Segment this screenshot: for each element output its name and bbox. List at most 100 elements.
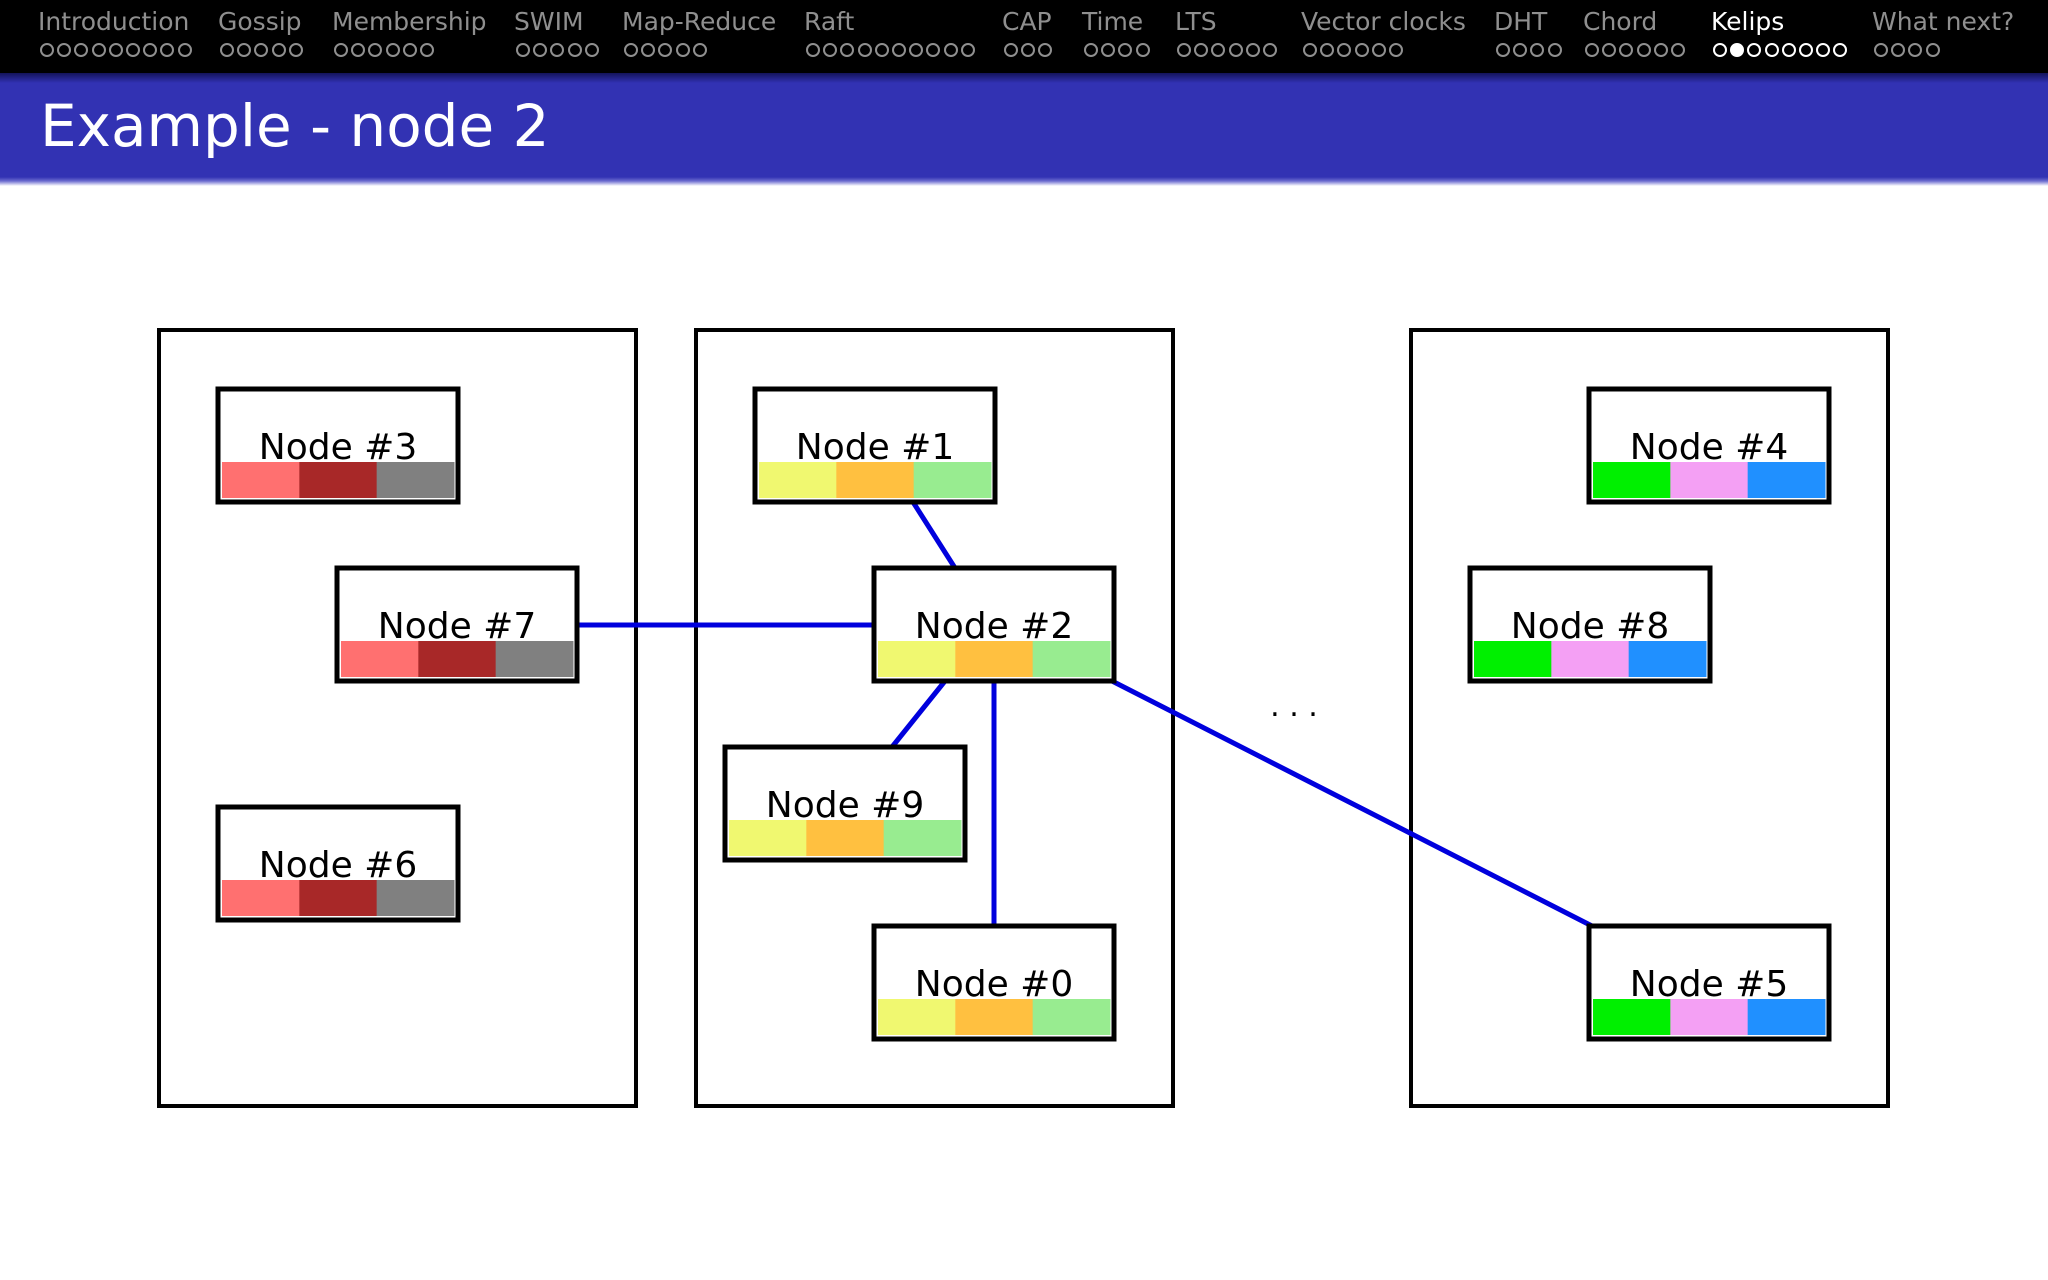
nav-dot[interactable] <box>220 43 234 57</box>
node-label: Node #5 <box>1630 964 1788 1005</box>
nav-dot[interactable] <box>1891 43 1906 57</box>
nav-dot[interactable] <box>368 43 383 57</box>
nav-dot[interactable] <box>550 43 565 57</box>
nav-dot[interactable] <box>1670 43 1685 57</box>
nav-dot-current[interactable] <box>1730 43 1745 57</box>
nav-section-label[interactable]: CAP <box>1002 7 1052 36</box>
nav-dot[interactable] <box>1303 43 1317 57</box>
nav-section-label[interactable]: Introduction <box>38 7 190 36</box>
nav-section-label[interactable]: Gossip <box>218 7 302 36</box>
nav-dot[interactable] <box>1530 43 1545 57</box>
nav-section-label[interactable]: DHT <box>1494 7 1548 36</box>
nav-dot[interactable] <box>641 43 656 57</box>
nav-dot[interactable] <box>1194 43 1209 57</box>
nav-dot[interactable] <box>658 43 673 57</box>
nav-dot[interactable] <box>926 43 941 57</box>
nav-dot[interactable] <box>1547 43 1562 57</box>
nav-section-label[interactable]: Vector clocks <box>1301 7 1466 36</box>
nav-dot[interactable] <box>1636 43 1651 57</box>
nav-dot[interactable] <box>402 43 417 57</box>
nav-dot[interactable] <box>1781 43 1796 57</box>
nav-dot[interactable] <box>108 43 123 57</box>
nav-dot[interactable] <box>1337 43 1352 57</box>
nav-dot[interactable] <box>1585 43 1599 57</box>
nav-section-label[interactable]: Chord <box>1583 7 1658 36</box>
nav-dot[interactable] <box>1228 43 1243 57</box>
nav-dot[interactable] <box>1211 43 1226 57</box>
nav-dot[interactable] <box>1496 43 1510 57</box>
nav-dot[interactable] <box>1021 43 1036 57</box>
nav-dot[interactable] <box>1713 43 1727 57</box>
nav-dot[interactable] <box>692 43 707 57</box>
nav-section-label[interactable]: What next? <box>1872 7 2015 36</box>
node-color-segment <box>1474 641 1552 677</box>
nav-dot[interactable] <box>288 43 303 57</box>
nav-dot[interactable] <box>419 43 434 57</box>
nav-dot[interactable] <box>1798 43 1813 57</box>
nav-dot[interactable] <box>1245 43 1260 57</box>
nav-dot[interactable] <box>1118 43 1133 57</box>
nav-dot[interactable] <box>1602 43 1617 57</box>
nav-dot[interactable] <box>1653 43 1668 57</box>
nav-dot[interactable] <box>40 43 54 57</box>
nav-dot[interactable] <box>567 43 582 57</box>
nav-dot[interactable] <box>1101 43 1116 57</box>
nav-dot[interactable] <box>1764 43 1779 57</box>
nav-dot[interactable] <box>806 43 820 57</box>
nav-dot[interactable] <box>1038 43 1053 57</box>
nav-dot[interactable] <box>1833 43 1848 57</box>
nav-dot[interactable] <box>840 43 855 57</box>
nav-dot[interactable] <box>909 43 924 57</box>
nav-section-label[interactable]: Time <box>1082 7 1144 36</box>
node-color-segment <box>341 641 419 677</box>
nav-dot[interactable] <box>160 43 175 57</box>
nav-dot[interactable] <box>1320 43 1335 57</box>
nav-dot[interactable] <box>1371 43 1386 57</box>
nav-dot[interactable] <box>675 43 690 57</box>
nav-dot[interactable] <box>1388 43 1403 57</box>
nav-section-label[interactable]: LTS <box>1175 7 1217 36</box>
nav-dot[interactable] <box>385 43 400 57</box>
nav-dot[interactable] <box>943 43 958 57</box>
nav-dot[interactable] <box>1262 43 1277 57</box>
nav-dot[interactable] <box>1177 43 1191 57</box>
nav-dot[interactable] <box>1619 43 1634 57</box>
nav-dot[interactable] <box>1354 43 1369 57</box>
nav-dot[interactable] <box>1874 43 1888 57</box>
nav-dot[interactable] <box>351 43 366 57</box>
nav-dot[interactable] <box>143 43 158 57</box>
nav-dot[interactable] <box>874 43 889 57</box>
node-8: Node #8 <box>1467 565 1713 684</box>
nav-dot[interactable] <box>91 43 106 57</box>
nav-dot[interactable] <box>1135 43 1150 57</box>
nav-dot[interactable] <box>1816 43 1831 57</box>
nav-dot[interactable] <box>1084 43 1098 57</box>
nav-dot[interactable] <box>1908 43 1923 57</box>
nav-dot[interactable] <box>1747 43 1762 57</box>
nav-section-label[interactable]: Raft <box>804 7 855 36</box>
nav-dot[interactable] <box>960 43 975 57</box>
nav-dot[interactable] <box>1513 43 1528 57</box>
nav-dot[interactable] <box>533 43 548 57</box>
nav-dot[interactable] <box>584 43 599 57</box>
nav-section-label[interactable]: SWIM <box>514 7 584 36</box>
nav-dot[interactable] <box>57 43 72 57</box>
nav-dot[interactable] <box>334 43 348 57</box>
nav-section-label[interactable]: Membership <box>332 7 487 36</box>
nav-dot[interactable] <box>624 43 638 57</box>
nav-dot[interactable] <box>1925 43 1940 57</box>
nav-dot[interactable] <box>823 43 838 57</box>
nav-dot[interactable] <box>254 43 269 57</box>
node-7: Node #7 <box>334 565 580 684</box>
nav-section-label[interactable]: Map-Reduce <box>622 7 777 36</box>
nav-section-label[interactable]: Kelips <box>1711 7 1785 36</box>
nav-dot[interactable] <box>1004 43 1018 57</box>
nav-dot[interactable] <box>125 43 140 57</box>
nav-dot[interactable] <box>516 43 530 57</box>
nav-dot[interactable] <box>857 43 872 57</box>
nav-dot[interactable] <box>891 43 906 57</box>
nav-dot[interactable] <box>271 43 286 57</box>
nav-dot[interactable] <box>74 43 89 57</box>
nav-dot[interactable] <box>177 43 192 57</box>
nav-dot[interactable] <box>237 43 252 57</box>
